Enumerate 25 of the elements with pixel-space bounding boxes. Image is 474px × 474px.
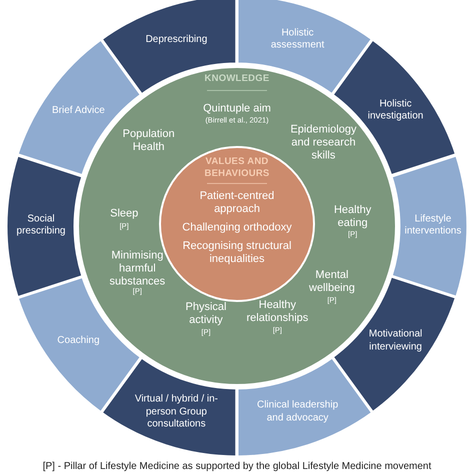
topic-label: Sleep	[109, 207, 140, 220]
segment-label: Holistic investigation	[366, 98, 424, 124]
segment-label: Lifestyle interventions	[404, 213, 462, 238]
topic-label: Epidemiology and research skills	[289, 124, 358, 163]
segment-label: Holistic assessment	[270, 27, 326, 52]
segment-label: Coaching	[56, 334, 101, 348]
section-heading: VALUES AND BEHAVIOURS	[203, 156, 270, 180]
topic-label: Healthy eating	[332, 204, 372, 230]
section-heading: KNOWLEDGE	[204, 73, 270, 86]
topic-label: Healthy relationships	[246, 299, 310, 326]
topic-label: Quintuple aim	[202, 102, 272, 115]
topic-label: Recognising structural inequalities	[182, 240, 292, 266]
segment-label: Brief Advice	[51, 104, 106, 118]
segment-label: Motivational interviewing	[368, 328, 424, 354]
segment-label: Deprescribing	[144, 33, 208, 46]
segment-label: Social prescribing	[16, 213, 66, 238]
segment-label: Clinical leadership and advocacy	[256, 400, 340, 425]
segment-label: Virtual / hybrid / in-person Group consultations	[134, 394, 220, 432]
topic-label: Mental wellbeing	[308, 269, 356, 296]
topic-label: Physical activity	[184, 301, 228, 328]
topic-label: Minimising harmful substances	[108, 250, 166, 288]
topic-label: Patient-centred approach	[198, 190, 276, 216]
topic-label: Population Health	[122, 128, 176, 154]
footnote: [P] - Pillar of Lifestyle Medicine as supported by the global Lifestyle Medicine movement	[42, 460, 432, 474]
topic-label: Challenging orthodoxy	[181, 222, 293, 234]
